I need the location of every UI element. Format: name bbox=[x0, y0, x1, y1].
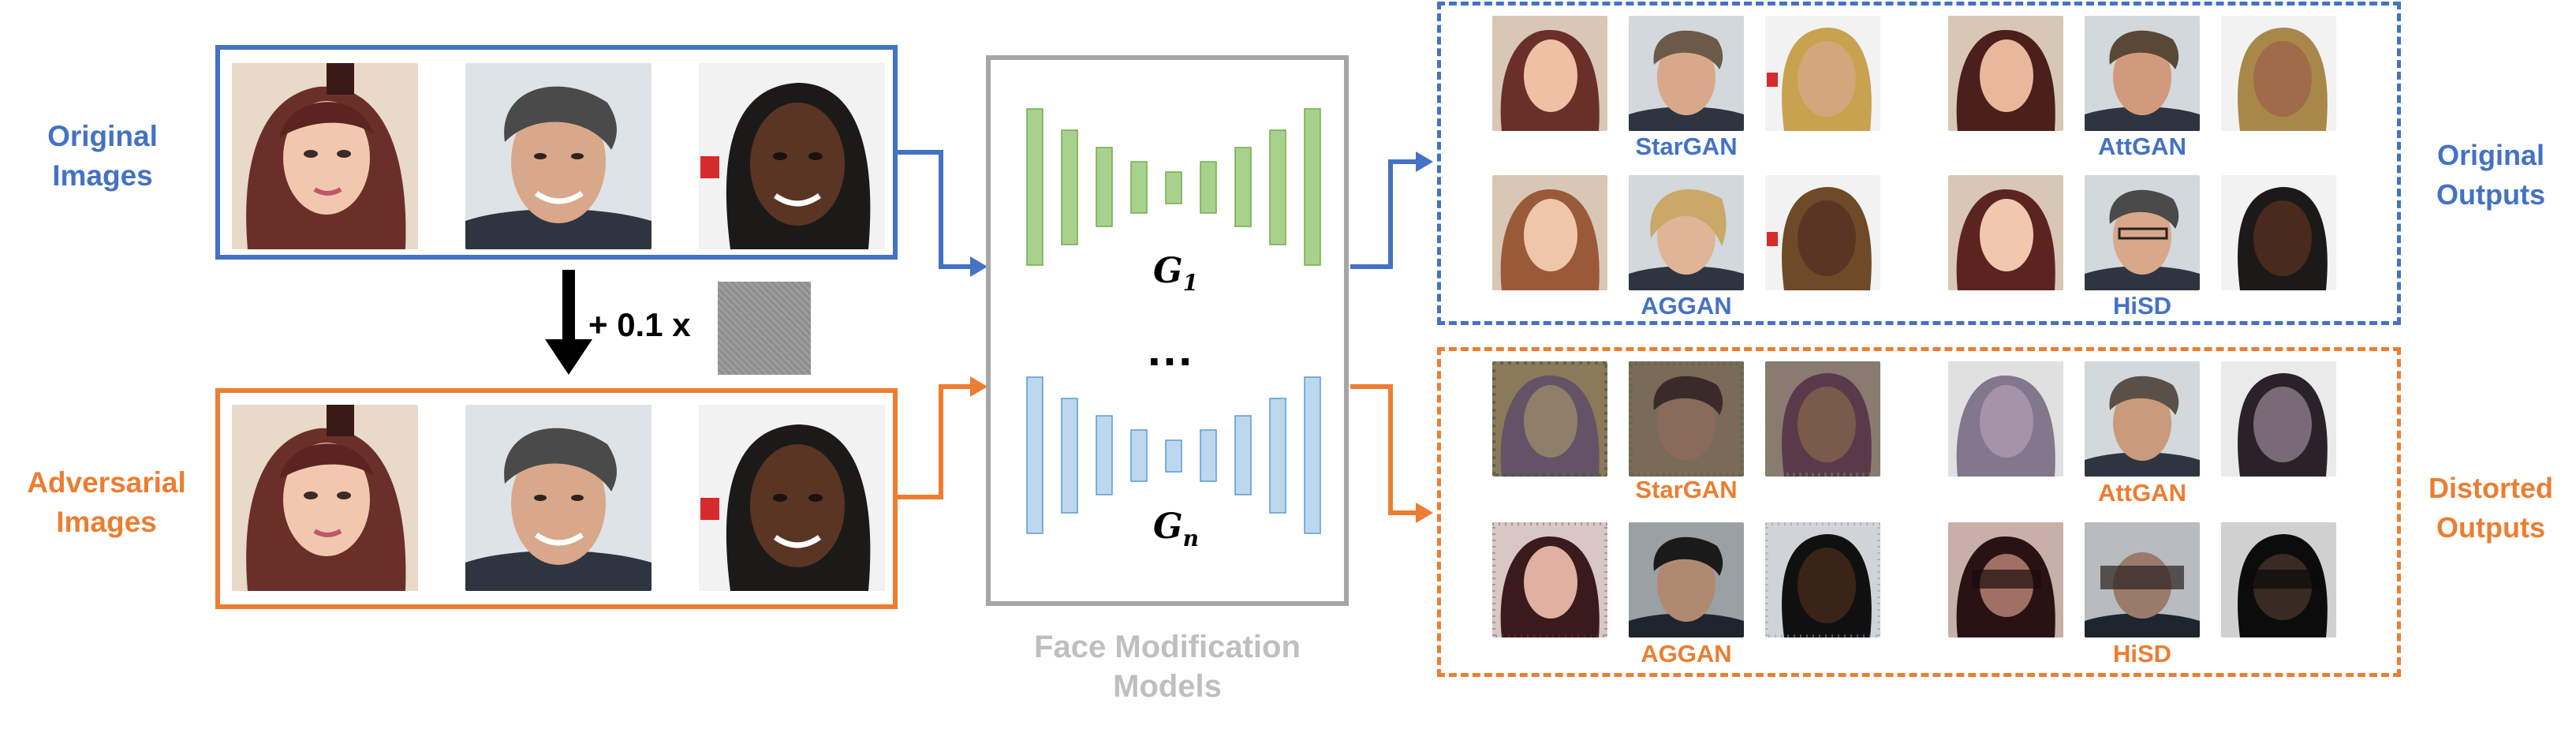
output-face bbox=[1948, 175, 2063, 290]
distorted-gan-name-4: HiSD bbox=[2112, 640, 2172, 667]
noise-patch bbox=[718, 282, 811, 375]
original-gan-name-1: StarGAN bbox=[1635, 133, 1738, 160]
distorted-face bbox=[2085, 522, 2200, 637]
perturbation-label: + 0.1 x bbox=[588, 306, 691, 343]
adversarial-images-box bbox=[215, 388, 898, 609]
original-images-label: Original Images bbox=[47, 120, 158, 192]
adversarial-face-3 bbox=[699, 405, 885, 591]
distorted-face bbox=[1948, 361, 2063, 477]
original-gan-name-3: AGGAN bbox=[1641, 292, 1732, 320]
distorted-gan-name-2: AttGAN bbox=[2098, 479, 2186, 507]
original-face-3 bbox=[699, 63, 885, 249]
generator-gn-bars bbox=[1026, 376, 1321, 534]
original-outputs-label: Original Outputs bbox=[2436, 139, 2545, 211]
distorted-gan-name-1: StarGAN bbox=[1635, 476, 1738, 503]
distorted-face bbox=[1948, 522, 2063, 637]
output-face bbox=[2221, 175, 2336, 290]
distorted-outputs-label: Distorted Outputs bbox=[2428, 472, 2553, 544]
generator-g1-bars bbox=[1026, 108, 1321, 266]
models-caption: Face Modification Models bbox=[1034, 630, 1301, 704]
adversarial-images-label: Adversarial Images bbox=[27, 466, 186, 538]
output-face bbox=[2085, 16, 2200, 131]
output-face bbox=[1629, 16, 1744, 131]
output-face bbox=[2221, 16, 2336, 131]
original-images-box bbox=[215, 45, 898, 260]
output-face bbox=[1765, 16, 1880, 131]
output-face bbox=[1492, 16, 1607, 131]
original-gan-name-2: AttGAN bbox=[2098, 133, 2186, 160]
distorted-face bbox=[1629, 522, 1744, 637]
distorted-face bbox=[1629, 361, 1744, 477]
generator-ellipsis: ... bbox=[1148, 323, 1195, 376]
distorted-gan-name-3: AGGAN bbox=[1641, 640, 1732, 667]
generator-gn-label: Gn bbox=[1153, 507, 1199, 551]
original-face-2 bbox=[465, 63, 651, 249]
output-face bbox=[1765, 175, 1880, 290]
original-face-1 bbox=[232, 63, 418, 249]
original-outputs-box bbox=[1437, 2, 2401, 325]
output-face bbox=[1948, 16, 2063, 131]
down-arrow bbox=[545, 270, 592, 375]
original-gan-name-4: HiSD bbox=[2112, 292, 2172, 320]
distorted-outputs-box bbox=[1437, 347, 2401, 677]
output-face bbox=[2085, 175, 2200, 290]
distorted-face bbox=[1765, 361, 1880, 477]
distorted-face bbox=[2085, 361, 2200, 477]
distorted-face bbox=[2221, 361, 2336, 477]
distorted-face bbox=[2221, 522, 2336, 637]
models-box bbox=[986, 55, 1349, 606]
output-face bbox=[1492, 175, 1607, 290]
output-face bbox=[1629, 175, 1744, 290]
adversarial-face-1 bbox=[232, 405, 418, 591]
generator-g1-label: G1 bbox=[1153, 251, 1199, 296]
distorted-face bbox=[1765, 522, 1880, 637]
adversarial-face-2 bbox=[465, 405, 651, 591]
distorted-face bbox=[1492, 361, 1607, 477]
distorted-face bbox=[1492, 522, 1607, 637]
